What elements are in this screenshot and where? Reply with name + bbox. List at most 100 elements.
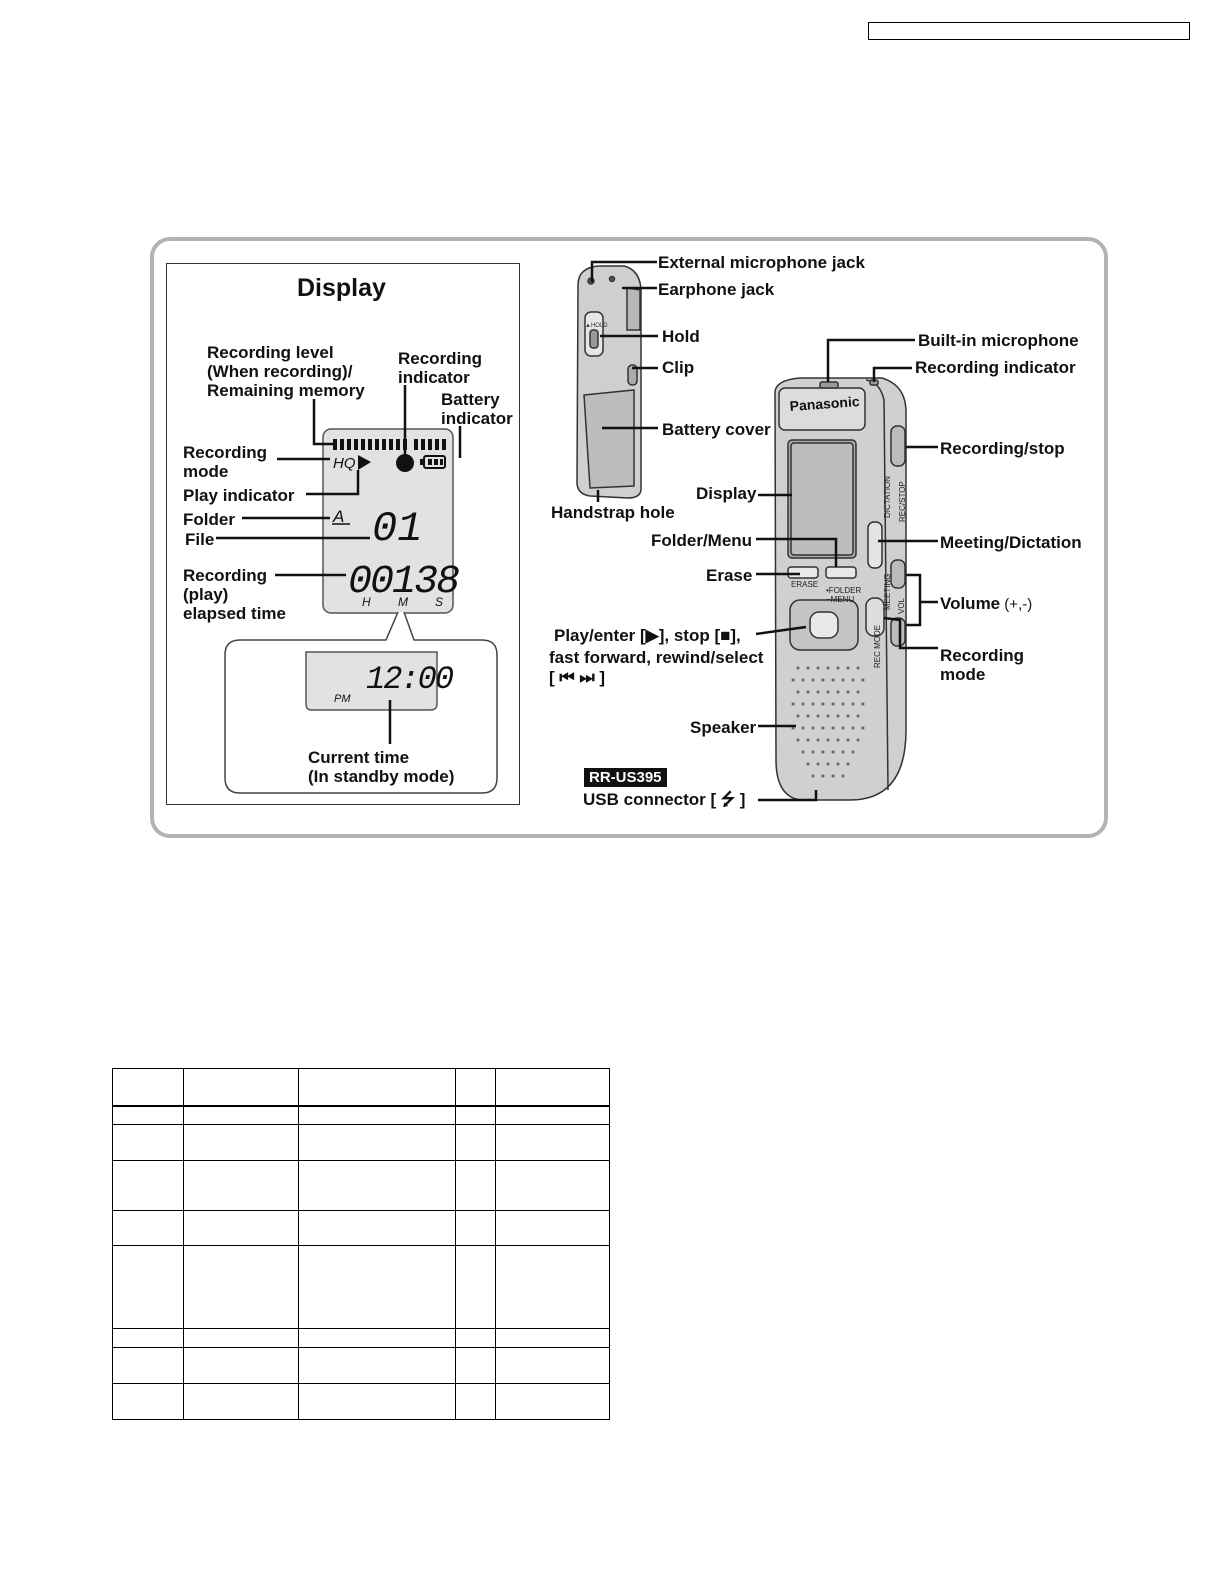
label-battery-cover: Battery cover [662, 420, 771, 439]
display-panel [166, 263, 520, 805]
label-play-stop-line2: fast forward, rewind/select [549, 648, 764, 667]
label-recording-stop: Recording/stop [940, 439, 1065, 458]
table-cell [495, 1124, 610, 1161]
table-cell [495, 1328, 610, 1348]
label-recording-mode-device: Recording mode [940, 646, 1025, 684]
standby-lcd: 12:00 PM [305, 651, 456, 711]
label-folder-menu: Folder/Menu [651, 531, 753, 550]
label-play-stop-line1: Play/enter [▶], stop [■], [554, 626, 741, 645]
label-external-mic-jack: External microphone jack [658, 253, 865, 272]
label-recording-indicator: Recording indicator [398, 349, 483, 387]
table-cell [112, 1124, 184, 1161]
table-cell [297, 1105, 457, 1125]
label-play-indicator: Play indicator [183, 486, 295, 505]
play-indicator-icon [358, 455, 371, 470]
label-hold: Hold [662, 327, 700, 346]
table-cell [112, 1105, 184, 1125]
table-cell [182, 1328, 299, 1348]
label-meeting-dictation: Meeting/Dictation [940, 533, 1082, 552]
label-display-device: Display [696, 484, 757, 503]
meeting-marking: MEETING [883, 574, 892, 610]
table-cell [495, 1105, 610, 1125]
label-recording-mode: Recording mode [183, 443, 268, 481]
table-cell [182, 1068, 299, 1107]
label-builtin-mic: Built-in microphone [918, 331, 1079, 350]
table-row [112, 1160, 610, 1211]
label-clip: Clip [662, 358, 695, 377]
erase-marking: ERASE [791, 580, 818, 589]
dictation-marking: DICTATION [883, 476, 892, 518]
label-recording-level: Recording level (When recording)/ Remain… [207, 343, 365, 400]
table-cell [182, 1210, 299, 1246]
table-cell [112, 1068, 184, 1107]
table-cell [297, 1347, 457, 1384]
table-cell [455, 1328, 497, 1348]
lcd-clock: 12:00 [366, 661, 454, 698]
figure-illustration: HQ A 01 00138 H M S 12:00 PM [216, 260, 938, 802]
table-cell [112, 1160, 184, 1211]
label-handstrap-hole: Handstrap hole [551, 503, 675, 522]
table-cell [182, 1105, 299, 1125]
lcd-m: M [398, 595, 408, 609]
table-cell [455, 1124, 497, 1161]
speaker-grille [791, 666, 865, 778]
table-cell [495, 1068, 610, 1107]
table-row [112, 1068, 610, 1107]
lcd-screen: HQ A 01 00138 H M S [322, 428, 461, 614]
table-cell [297, 1328, 457, 1348]
table-row [112, 1245, 610, 1329]
table-cell [297, 1124, 457, 1161]
table-cell [495, 1160, 610, 1211]
table-cell [297, 1245, 457, 1329]
table-cell [495, 1347, 610, 1384]
lcd-folder-symbol: A [332, 507, 344, 526]
table-cell [112, 1210, 184, 1246]
spec-table [112, 1068, 610, 1420]
table-row [112, 1383, 610, 1420]
table-cell [182, 1160, 299, 1211]
table-cell [297, 1068, 457, 1107]
table-cell [297, 1160, 457, 1211]
level-meter [333, 439, 446, 450]
table-cell [455, 1105, 497, 1125]
label-battery-indicator: Battery indicator [441, 390, 513, 428]
table-row [112, 1347, 610, 1384]
label-speaker: Speaker [690, 718, 757, 737]
table-cell [112, 1328, 184, 1348]
hold-marking: ▲HOLD [585, 323, 608, 329]
table-cell [495, 1383, 610, 1420]
label-current-time: Current time (In standby mode) [308, 748, 455, 786]
label-folder: Folder [183, 510, 235, 529]
vol-marking: VOL [897, 597, 906, 614]
volume-text: Volume [940, 594, 1001, 613]
lcd-mode: HQ [333, 455, 356, 472]
table-cell [297, 1210, 457, 1246]
table-row [112, 1328, 610, 1348]
lcd-h: H [362, 595, 371, 609]
rec-dot-icon [396, 454, 414, 472]
table-row [112, 1124, 610, 1161]
table-row [112, 1210, 610, 1246]
lcd-s: S [435, 595, 443, 609]
side-device [576, 265, 642, 499]
table-cell [182, 1383, 299, 1420]
table-row [112, 1105, 610, 1125]
table-cell [495, 1245, 610, 1329]
label-erase: Erase [706, 566, 753, 585]
device-leader-lines [590, 260, 938, 802]
table-cell [182, 1347, 299, 1384]
lcd-file-number: 01 [372, 505, 422, 553]
table-cell [455, 1160, 497, 1211]
table-cell [182, 1245, 299, 1329]
table-cell [455, 1245, 497, 1329]
lcd-elapsed-digits: 00138 [348, 560, 459, 605]
model-badge: RR-US395 [584, 768, 667, 787]
table-cell [455, 1210, 497, 1246]
rec-stop-marking: REC/STOP [898, 481, 907, 522]
table-cell [112, 1245, 184, 1329]
label-recording-indicator-device: Recording indicator [915, 358, 1076, 377]
table-cell [112, 1347, 184, 1384]
table-cell [455, 1068, 497, 1107]
label-play-stop-line3: [ ⏮ ⏭ ] [549, 668, 606, 687]
table-cell [112, 1383, 184, 1420]
